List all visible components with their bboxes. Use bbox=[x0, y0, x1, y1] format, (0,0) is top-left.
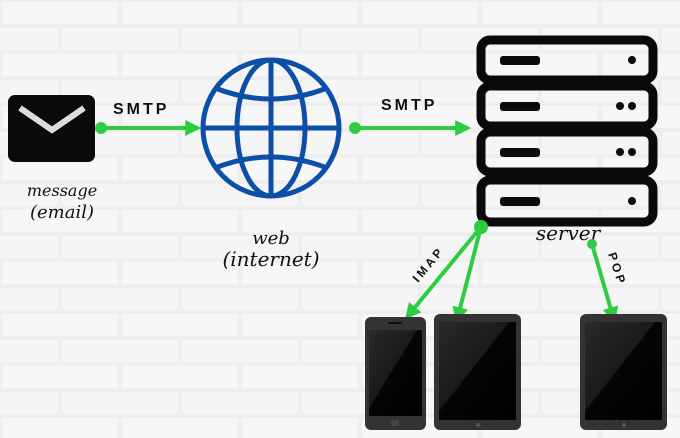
tablet-icon-2 bbox=[580, 314, 667, 430]
email-label: (email) bbox=[30, 202, 94, 223]
internet-label: (internet) bbox=[222, 247, 319, 271]
pop-arrow bbox=[587, 239, 619, 324]
tablet-icon-1 bbox=[434, 314, 521, 430]
imap-arrows bbox=[404, 220, 488, 324]
smtp-label-2: SMTP bbox=[381, 97, 437, 114]
message-label: message bbox=[27, 181, 97, 200]
smtp-arrow-2 bbox=[349, 120, 472, 136]
envelope-icon bbox=[8, 95, 95, 162]
globe-icon bbox=[200, 57, 342, 199]
smtp-label-1: SMTP bbox=[113, 101, 169, 118]
server-icon bbox=[476, 35, 658, 227]
smtp-arrow-1 bbox=[95, 120, 202, 136]
web-label: web bbox=[252, 228, 290, 249]
smartphone-icon bbox=[365, 317, 426, 430]
